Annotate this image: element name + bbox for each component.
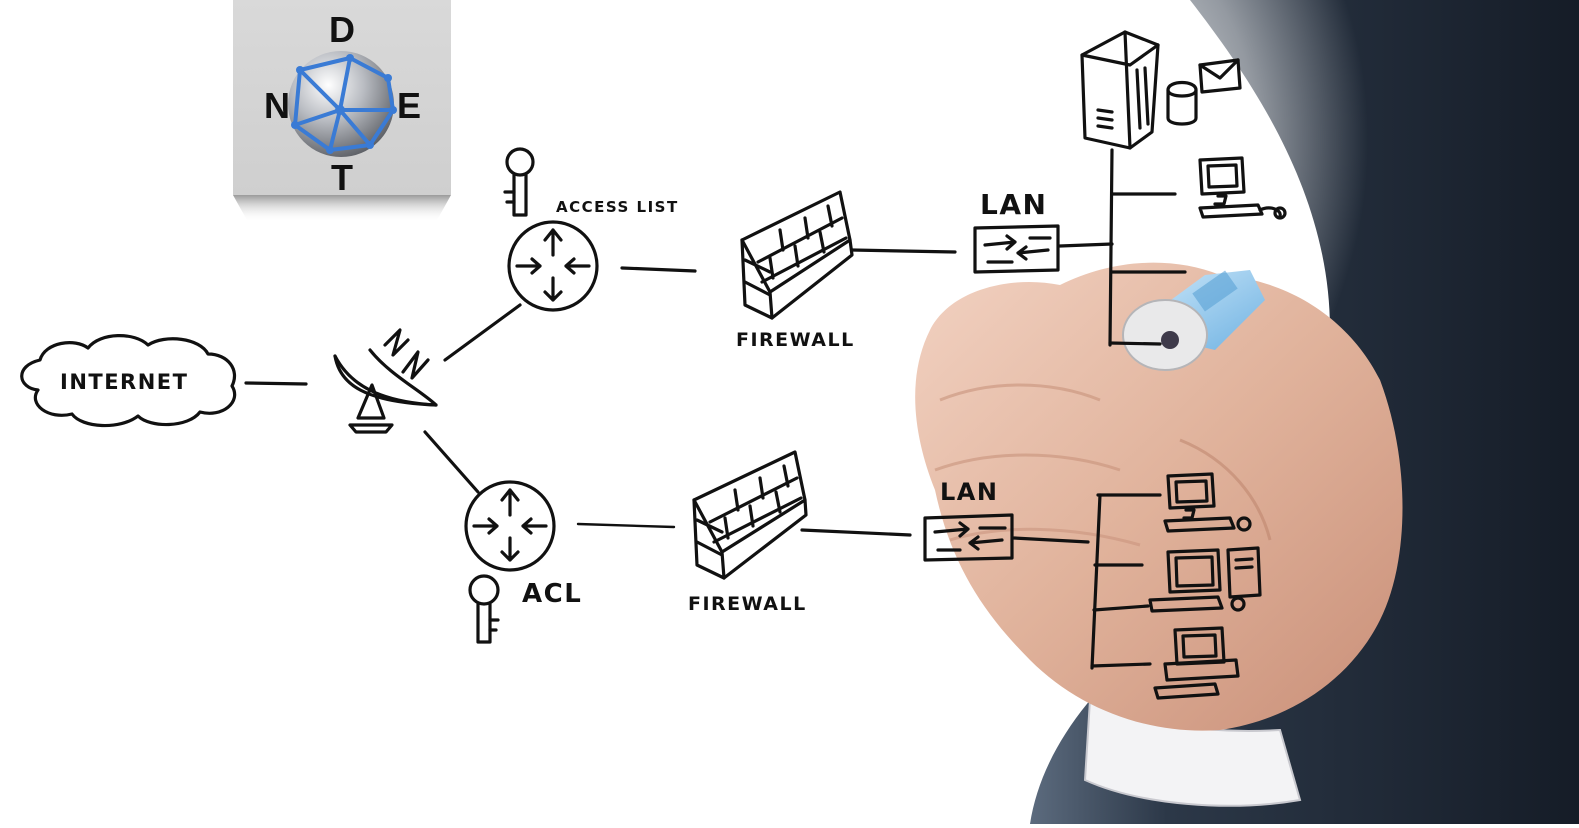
bus-bottom	[1090, 493, 1102, 670]
router-bottom-icon	[464, 480, 556, 572]
internet-cloud	[20, 334, 237, 428]
workstation-bottom-3-icon	[1153, 626, 1240, 700]
link-lan-top-bus	[1058, 242, 1114, 248]
link-lan-bottom-bus	[1012, 536, 1090, 544]
workstation-bottom-1-icon	[1163, 472, 1252, 533]
link-router-bottom-firewall-bottom	[576, 522, 676, 529]
satellite-dish-icon	[333, 328, 438, 434]
router-top-icon	[507, 220, 599, 312]
logo-letter-t: T	[331, 157, 353, 198]
lan-switch-bottom-icon	[923, 513, 1014, 562]
logo-letter-d: D	[329, 9, 355, 50]
marker-pen	[1122, 270, 1265, 371]
link-internet-dish	[244, 381, 308, 386]
lan-top-label: LAN	[980, 188, 1047, 221]
businessman-photo	[915, 0, 1579, 824]
mail-server-icon	[1080, 30, 1242, 150]
lan-switch-top-icon	[973, 224, 1060, 274]
link-firewall-bottom-lan-bottom	[800, 528, 912, 537]
link-dish-router-bottom	[423, 430, 480, 494]
logo-letter-e: E	[397, 85, 421, 126]
key-bottom-icon	[468, 574, 500, 644]
link-firewall-top-lan-top	[850, 248, 957, 254]
workstation-top-icon	[1198, 156, 1287, 220]
logo-letter-n: N	[264, 85, 290, 126]
acl-label: ACL	[522, 579, 582, 609]
firewall-bottom-icon	[692, 450, 808, 580]
internet-label: INTERNET	[60, 370, 188, 394]
access-list-label: ACCESS LIST	[556, 198, 679, 216]
dent-logo: D N E T	[233, 0, 451, 222]
link-router-top-firewall-top	[620, 266, 697, 273]
link-dish-router-top	[443, 303, 522, 362]
firewall-bottom-label: FIREWALL	[688, 593, 807, 615]
lan-bottom-label: LAN	[940, 478, 998, 506]
hand	[915, 262, 1403, 731]
key-top-icon	[503, 147, 535, 217]
workstation-bottom-2-icon	[1148, 546, 1262, 613]
bus-top	[1108, 148, 1114, 347]
firewall-top-label: FIREWALL	[736, 329, 855, 351]
firewall-top-icon	[740, 190, 854, 320]
